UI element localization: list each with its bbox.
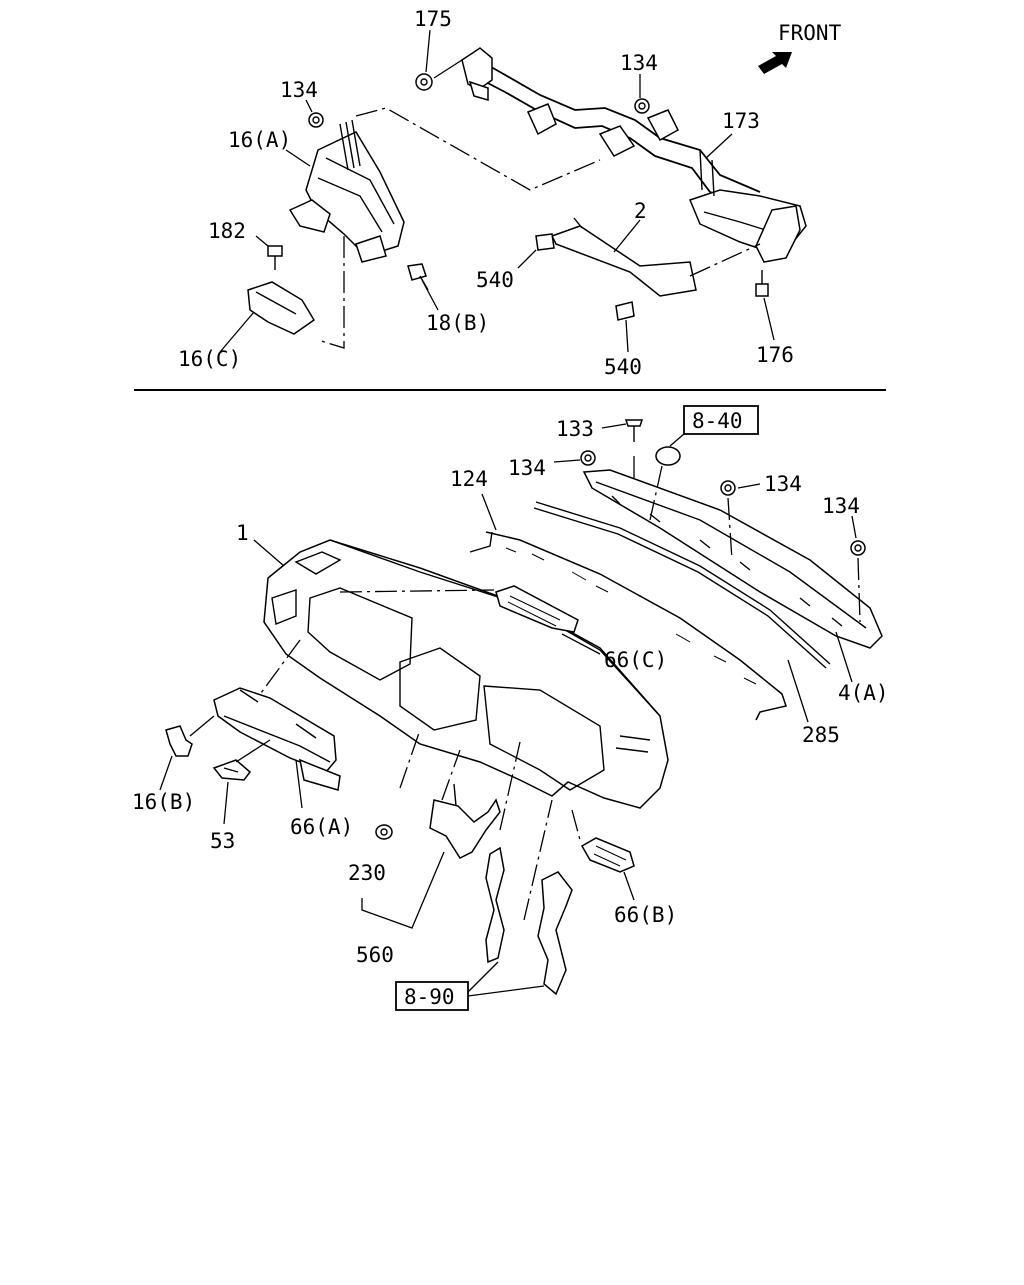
label-176: 176 [756,343,794,367]
bolt-540-right-icon [615,301,635,321]
seal-strip-285 [533,501,831,669]
label-134-c: 134 [822,494,860,518]
ref-8-40: 8-40 [692,409,743,433]
ref-box-8-40 [683,405,759,435]
steering-support-beam [461,47,807,263]
label-134-a: 134 [508,456,546,480]
nut-175-icon [415,73,433,91]
nut-134b-icon [720,480,736,496]
label-16a: 16(A) [228,128,291,152]
label-230: 230 [348,861,386,885]
front-arrow-icon [758,52,792,74]
label-1: 1 [236,521,249,545]
bolt-18b-icon [407,263,429,291]
nut-134-left-icon [308,112,324,128]
nut-134c-icon [850,540,866,556]
duct-66a [213,687,341,791]
ref-8-90: 8-90 [404,985,455,1009]
bracket-16b [165,725,193,757]
label-540-left: 540 [476,268,514,292]
defroster-garnish-4a [582,469,883,649]
nut-134-icon [634,98,650,114]
side-duct-124 [469,531,787,721]
label-16b: 16(B) [132,790,195,814]
duct-66c [495,585,579,633]
label-53: 53 [210,829,235,853]
label-18b: 18(B) [426,311,489,335]
label-4a: 4(A) [838,681,889,705]
label-66b: 66(B) [614,903,677,927]
label-133: 133 [556,417,594,441]
label-124: 124 [450,467,488,491]
bracket-8-90-left [485,846,505,964]
front-label: FRONT [778,21,842,45]
clip-230-icon [375,824,393,840]
label-560: 560 [356,943,394,967]
label-16c: 16(C) [178,347,241,371]
label-134-top-right: 134 [620,51,658,75]
bolt-182-icon [267,245,283,270]
label-173: 173 [722,109,760,133]
clip-133-icon [624,419,644,442]
label-66c: 66(C) [604,648,667,672]
bracket-16a [288,119,405,263]
brace-2 [550,217,697,297]
duct-66b [580,837,635,873]
label-134-b: 134 [764,472,802,496]
nut-134a-icon [580,450,596,466]
label-66a: 66(A) [290,815,353,839]
label-182: 182 [208,219,246,243]
bracket-8-90-right [537,871,573,996]
label-134-top-left: 134 [280,78,318,102]
label-285: 285 [802,723,840,747]
bracket-560 [429,783,501,859]
bracket-16c [247,281,316,335]
clip-53 [212,759,252,781]
label-540-right: 540 [604,355,642,379]
cap-icon [655,446,681,466]
label-2: 2 [634,199,647,223]
bolt-176-icon [755,270,769,297]
bolt-540-left-icon [535,233,555,251]
label-175: 175 [414,7,452,31]
